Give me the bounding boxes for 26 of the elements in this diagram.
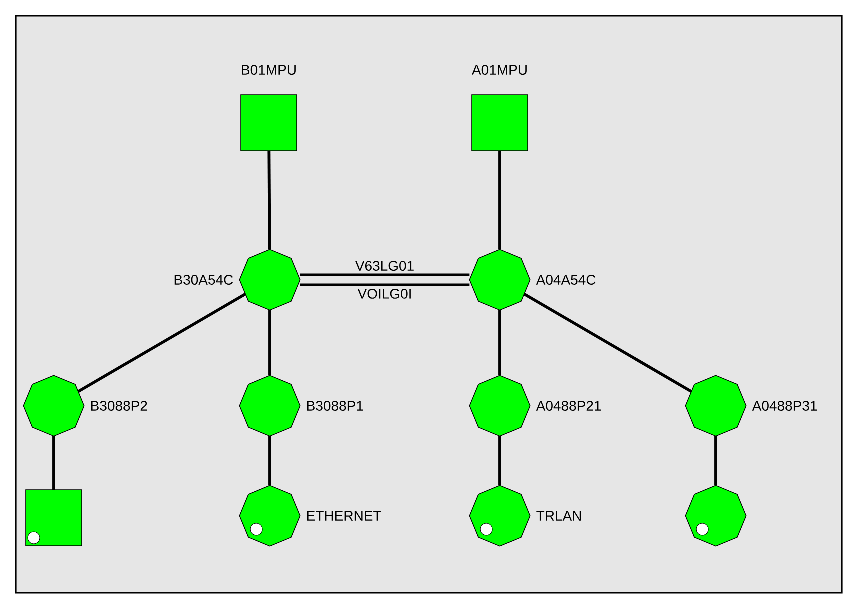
- edge-label: VOILG0I: [358, 289, 411, 299]
- node-label: B30A54C: [174, 275, 234, 285]
- connector-line: [268, 151, 272, 250]
- connector-line: [52, 436, 56, 490]
- node-label: TRLAN: [536, 511, 582, 521]
- device-octagon: [685, 485, 747, 547]
- node-label: A0488P21: [536, 401, 602, 411]
- node-label: A01MPU: [472, 65, 527, 75]
- edge-label: V63LG01: [356, 261, 414, 272]
- node-label: B01MPU: [242, 65, 296, 75]
- connector-line: [524, 292, 692, 394]
- connector-line: [268, 436, 272, 486]
- node-label: B3088P2: [91, 401, 148, 411]
- connector-line: [300, 274, 470, 276]
- node-label: ETHERNET: [308, 511, 382, 521]
- connector-line: [714, 436, 718, 486]
- connector-line: [498, 310, 502, 376]
- connector-line: [78, 292, 246, 394]
- connector-line: [268, 310, 272, 376]
- node-label: B3088P1: [308, 401, 364, 411]
- connector-line: [498, 151, 502, 250]
- connector-line: [300, 284, 470, 286]
- device-square: [26, 490, 82, 546]
- connector-line: [498, 436, 502, 486]
- node-label: A04A54C: [536, 275, 596, 285]
- node-label: A0488P31: [752, 401, 818, 411]
